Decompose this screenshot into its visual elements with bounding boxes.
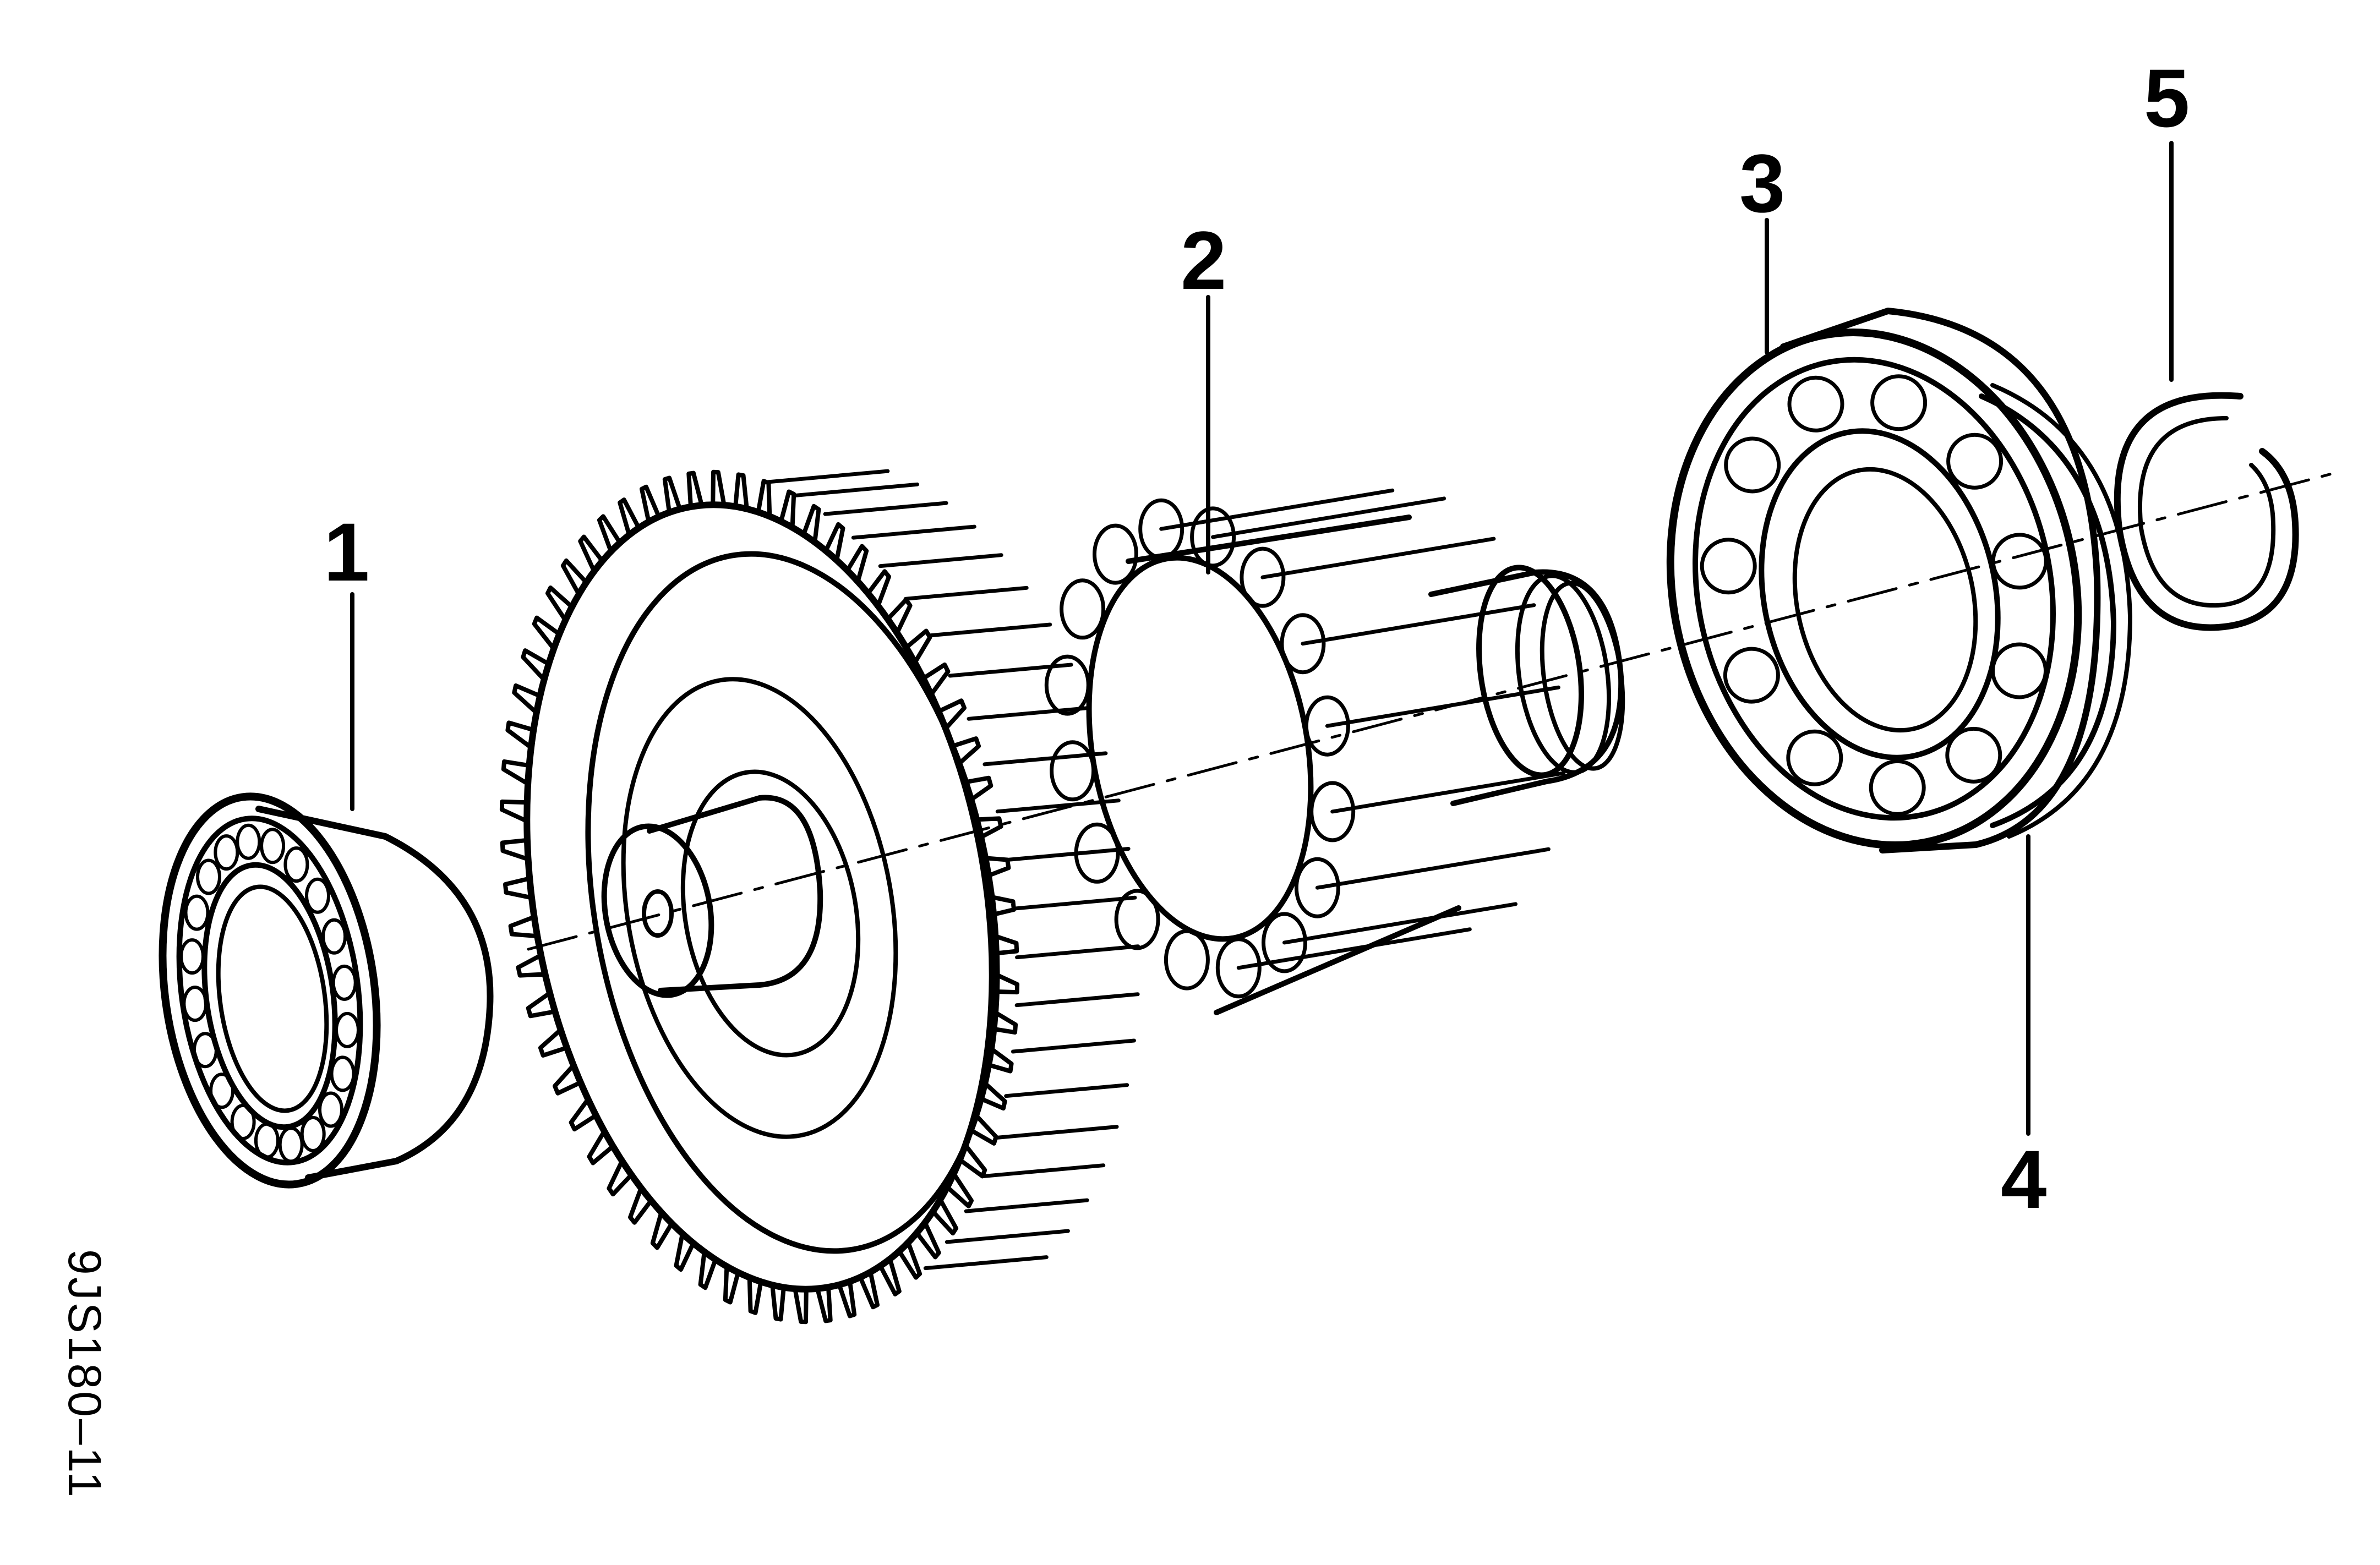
roller	[321, 918, 347, 955]
roller	[230, 1103, 256, 1140]
roller	[331, 964, 357, 1001]
pinion-tooth	[1044, 654, 1090, 716]
pinion-tooth	[1304, 695, 1350, 757]
ball	[1870, 374, 1928, 431]
pinion-tooth-edge	[1260, 537, 1496, 579]
bearing-snap-ring	[1979, 383, 2132, 839]
helix-line	[1015, 944, 1140, 960]
ball	[1786, 729, 1843, 786]
helix-line	[923, 1255, 1049, 1271]
bearing-rollers	[179, 823, 360, 1163]
pinion-tooth-edge	[1330, 771, 1566, 814]
pinion-tooth-edge	[1315, 847, 1551, 890]
callout-4: 4	[2001, 1133, 2046, 1225]
roller	[283, 846, 309, 883]
helix-line	[927, 622, 1052, 638]
bearing-balls	[1700, 374, 2048, 816]
roller	[236, 823, 261, 860]
helix-line	[794, 482, 919, 497]
pinion-tooth	[1280, 613, 1326, 675]
helix-line	[994, 1125, 1119, 1140]
circlip	[2114, 392, 2299, 631]
large-gear-helix-lines	[765, 469, 1140, 1271]
ball	[1723, 647, 1780, 704]
roller	[184, 894, 210, 931]
helix-line	[878, 553, 1003, 568]
roller	[278, 1126, 304, 1163]
roller	[209, 1072, 234, 1109]
helix-line	[980, 1163, 1106, 1179]
pinion-tooth-edge	[1236, 927, 1472, 970]
pinion-tooth	[1309, 781, 1356, 842]
roller	[318, 1091, 343, 1128]
helix-line	[964, 1198, 1089, 1213]
callout-3: 3	[1739, 137, 1785, 229]
ball	[1946, 433, 2004, 490]
pinion-tooth	[1262, 912, 1307, 973]
helix-line	[823, 501, 948, 516]
pinion-tooth-edge	[1301, 603, 1536, 646]
pinion-tooth	[1093, 523, 1138, 585]
helix-line	[1004, 1083, 1129, 1098]
pinion-tooth	[1215, 937, 1262, 999]
roller	[335, 1011, 360, 1048]
pinion-tooth	[1190, 506, 1236, 568]
pinion-tooth	[1240, 546, 1286, 608]
ball	[1787, 375, 1844, 433]
figure-code: 9JS180–11	[59, 1249, 111, 1500]
callout-2: 2	[1181, 214, 1226, 307]
helix-line	[851, 524, 976, 540]
leader-lines	[350, 141, 2174, 1136]
roller	[179, 938, 205, 975]
pinion-tooth	[1074, 822, 1120, 884]
helix-line	[995, 798, 1121, 814]
helix-line	[982, 751, 1108, 767]
helix-line	[1012, 895, 1137, 911]
roller	[305, 877, 330, 914]
ball-bearing	[1666, 308, 2101, 853]
ball	[1991, 642, 2048, 699]
pinion-tooth	[1164, 929, 1210, 991]
roller	[182, 986, 208, 1022]
pinion-tooth	[1114, 889, 1160, 950]
callout-1: 1	[324, 506, 369, 598]
roller	[254, 1122, 280, 1159]
helix-line	[1005, 847, 1131, 862]
helix-line	[903, 585, 1029, 601]
ball	[1991, 533, 2048, 590]
ball	[1945, 726, 2002, 784]
axis-center-line	[527, 472, 2335, 951]
pinion-tooth	[1060, 578, 1106, 640]
roller	[330, 1055, 356, 1092]
helix-line	[967, 705, 1092, 721]
pinion-tooth	[1050, 740, 1096, 802]
pinion-tooth-edge	[1282, 902, 1517, 945]
helix-line	[945, 1229, 1070, 1244]
roller	[260, 828, 286, 864]
ball	[1869, 759, 1926, 816]
roller	[196, 858, 221, 895]
roller	[214, 834, 239, 871]
countershaft-gear-cluster	[499, 469, 1625, 1325]
ball	[1724, 436, 1781, 494]
pinion-tooth	[1294, 857, 1340, 918]
roller	[192, 1032, 218, 1069]
callout-5: 5	[2144, 52, 2190, 144]
helix-line	[1014, 992, 1140, 1008]
ball	[1700, 538, 1757, 595]
roller	[300, 1115, 326, 1152]
pinion-tooth-edge	[1159, 488, 1395, 531]
helix-line	[765, 469, 890, 484]
roller-bearing	[159, 792, 494, 1189]
helix-line	[1011, 1038, 1136, 1054]
pinion-tooth-edge	[1211, 496, 1446, 539]
